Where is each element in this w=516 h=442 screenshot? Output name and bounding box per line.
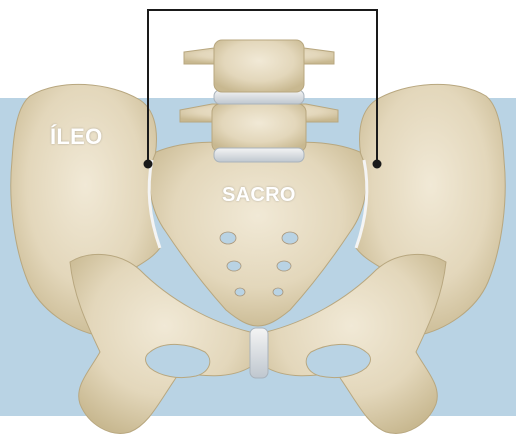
bracket-left-dot	[144, 160, 153, 169]
ileo-label: ÍLEO	[50, 124, 103, 150]
bracket-right-dot	[373, 160, 382, 169]
sacro-label: SACRO	[222, 184, 296, 207]
lumbar-vertebra-upper	[184, 40, 334, 92]
sacrum-bone	[150, 142, 367, 326]
intervertebral-disc-lower	[214, 148, 304, 162]
pubic-symphysis	[250, 328, 268, 378]
